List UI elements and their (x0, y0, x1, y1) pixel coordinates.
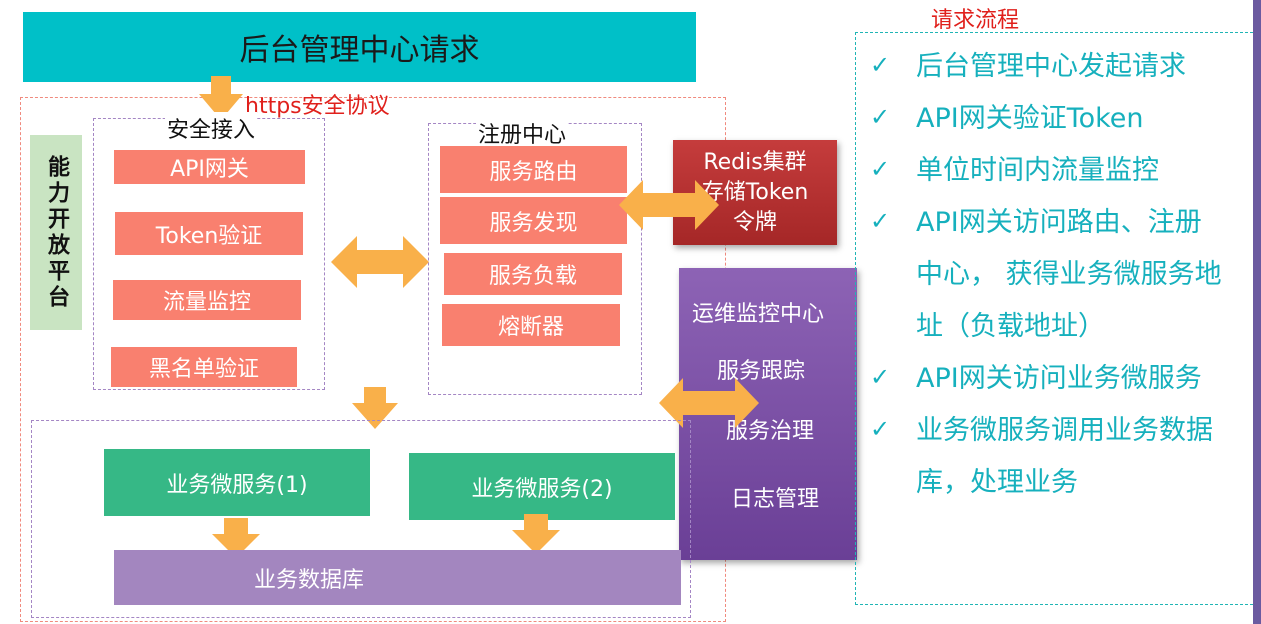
flow-title: 请求流程 (931, 8, 1020, 33)
registry-item-discovery: 服务发现 (440, 197, 627, 244)
security-item-blacklist: 黑名单验证 (111, 347, 297, 387)
ops-title: 运维监控中心 (692, 302, 825, 327)
flow-step-text: 库，处理业务 (916, 467, 1078, 498)
security-item-traffic: 流量监控 (113, 280, 301, 320)
flow-step: ✓ API网关验证Token (870, 93, 1250, 145)
security-item-api-gateway: API网关 (114, 150, 305, 184)
flow-step: ✓ 业务微服务调用业务数据 库，处理业务 (870, 405, 1250, 509)
header-banner: 后台管理中心请求 (23, 12, 696, 82)
flow-step-text: 后台管理中心发起请求 (916, 51, 1186, 82)
check-icon: ✓ (870, 155, 891, 183)
redis-cluster-box: Redis集群 存储Token 令牌 (673, 140, 837, 245)
services-group (31, 420, 691, 618)
redis-line-1: Redis集群 (703, 149, 807, 175)
https-label: https安全协议 (245, 94, 390, 119)
registry-item-routing: 服务路由 (440, 146, 627, 193)
database-box: 业务数据库 (114, 550, 681, 605)
service-box-1: 业务微服务(1) (104, 449, 370, 516)
down-arrow-icon (212, 518, 260, 558)
check-icon: ✓ (870, 207, 891, 235)
redis-line-3: 令牌 (732, 209, 777, 235)
flow-step-text: 中心， 获得业务微服务地 (916, 259, 1222, 290)
ops-item-tracing: 服务跟踪 (717, 359, 806, 384)
down-arrow-icon (199, 76, 243, 120)
down-arrow-icon (512, 514, 560, 554)
right-edge-bar (1253, 0, 1261, 624)
down-arrow-icon (352, 387, 398, 429)
check-icon: ✓ (870, 51, 891, 79)
registry-item-breaker: 熔断器 (442, 304, 620, 346)
flow-step-text: API网关验证Token (916, 103, 1144, 134)
service-box-2: 业务微服务(2) (409, 453, 675, 520)
header-title: 后台管理中心请求 (239, 33, 480, 68)
platform-label: 能力开放平台 (30, 135, 82, 330)
flow-step: ✓ 单位时间内流量监控 (870, 145, 1250, 197)
double-arrow-icon (659, 378, 759, 428)
flow-step-text: API网关访问业务微服务 (916, 363, 1202, 394)
registry-item-load: 服务负载 (444, 253, 622, 295)
flow-step-text: 单位时间内流量监控 (916, 155, 1159, 186)
flow-step: ✓ 后台管理中心发起请求 (870, 41, 1250, 93)
security-title: 安全接入 (165, 112, 258, 144)
flow-steps: ✓ 后台管理中心发起请求 ✓ API网关验证Token ✓ 单位时间内流量监控 … (870, 41, 1250, 509)
check-icon: ✓ (870, 103, 891, 131)
ops-item-logging: 日志管理 (731, 487, 820, 512)
redis-line-2: 存储Token (701, 179, 809, 205)
double-arrow-icon (619, 180, 719, 230)
ops-item-governance: 服务治理 (726, 419, 815, 444)
flow-step-text: 址（负载地址） (916, 311, 1105, 342)
flow-step-text: API网关访问路由、注册 (916, 207, 1202, 238)
flow-step: ✓ API网关访问业务微服务 (870, 353, 1250, 405)
check-icon: ✓ (870, 415, 891, 443)
flow-step-text: 业务微服务调用业务数据 (916, 415, 1213, 446)
security-item-token: Token验证 (115, 212, 303, 255)
registry-title: 注册中心 (476, 117, 569, 149)
double-arrow-icon (331, 236, 429, 288)
check-icon: ✓ (870, 363, 891, 391)
flow-step: ✓ API网关访问路由、注册 中心， 获得业务微服务地 址（负载地址） (870, 197, 1250, 353)
